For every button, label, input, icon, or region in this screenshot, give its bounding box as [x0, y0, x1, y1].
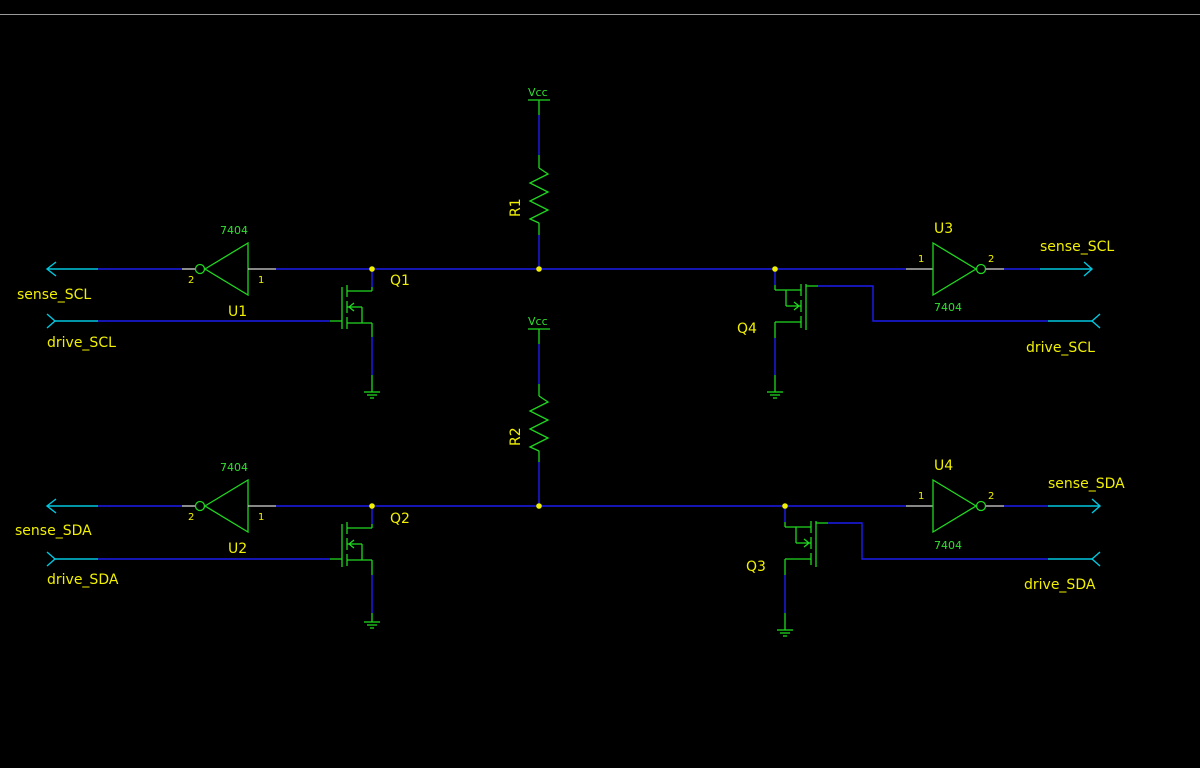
junction-dot	[369, 266, 375, 272]
junction-dot	[369, 503, 375, 509]
junction-dot	[772, 266, 778, 272]
vcc-label: Vcc	[528, 86, 548, 99]
junction-dot	[782, 503, 788, 509]
transistor-ref-q3: Q3	[746, 559, 766, 575]
symbol-stroke	[194, 263, 206, 275]
ground-q3	[777, 613, 793, 637]
port-right-drive-sda[interactable]: drive_SDA	[1024, 551, 1101, 593]
port-left-drive-sda[interactable]: drive_SDA	[46, 551, 119, 588]
port-label: sense_SCL	[17, 287, 91, 303]
symbol-stroke	[932, 241, 978, 297]
resistor-r2[interactable]: R2	[508, 384, 550, 462]
symbol-stroke	[46, 313, 57, 329]
ground-q4	[767, 375, 783, 399]
pin-number: 2	[988, 254, 994, 265]
transistor-ref-q1: Q1	[390, 273, 410, 289]
mosfet-q4[interactable]: Q4	[737, 284, 818, 338]
junctions	[369, 266, 788, 509]
pin-number: 2	[188, 275, 194, 286]
pin-number: 1	[918, 491, 924, 502]
inverter-u1[interactable]: 7404 2 1 U1	[182, 224, 276, 320]
symbol-stroke	[932, 478, 978, 534]
window-top-border	[0, 14, 1200, 15]
symbol-stroke	[528, 167, 550, 224]
port-left-drive-scl[interactable]: drive_SCL	[46, 313, 116, 351]
port-label: sense_SDA	[1048, 476, 1125, 492]
resistor-ref-r2: R2	[508, 427, 524, 446]
mosfet-q2[interactable]: Q2	[330, 511, 410, 575]
symbol-stroke	[1083, 261, 1094, 277]
junction-dot	[536, 503, 542, 509]
symbol-stroke	[347, 539, 355, 549]
part-number: 7404	[220, 224, 248, 237]
inverter-ref-u2: U2	[228, 541, 247, 557]
transistor-ref-q2: Q2	[390, 511, 410, 527]
wire-drive-scl-right	[818, 285, 1048, 322]
symbol-stroke	[45, 261, 57, 277]
symbol-stroke	[45, 498, 57, 514]
symbol-stroke	[347, 302, 355, 312]
symbol-stroke	[1091, 498, 1102, 514]
symbol-stroke	[194, 500, 206, 512]
symbol-stroke	[1090, 551, 1101, 567]
symbol-stroke	[203, 241, 249, 297]
junction-dot	[536, 266, 542, 272]
pin-number: 2	[188, 512, 194, 523]
vcc-symbol-1[interactable]: Vcc	[528, 86, 550, 115]
symbol-stroke	[975, 500, 987, 512]
wires	[98, 115, 1048, 613]
inverter-u2[interactable]: 7404 2 1 U2	[182, 461, 276, 557]
inverter-ref-u4: U4	[934, 458, 953, 474]
symbol-stroke	[975, 263, 987, 275]
port-label: drive_SDA	[47, 572, 119, 588]
vcc-label: Vcc	[528, 315, 548, 328]
symbol-stroke	[46, 551, 57, 567]
part-number: 7404	[934, 539, 962, 552]
transistor-ref-q4: Q4	[737, 321, 757, 337]
port-left-sense-scl[interactable]: sense_SCL	[17, 261, 98, 303]
port-label: drive_SDA	[1024, 577, 1096, 593]
resistor-r1[interactable]: R1	[508, 155, 550, 235]
ground-q2	[364, 613, 380, 629]
resistor-ref-r1: R1	[508, 198, 524, 217]
inverter-u3[interactable]: U3 1 2 7404	[906, 221, 1004, 314]
pin-number: 1	[918, 254, 924, 265]
inverter-ref-u3: U3	[934, 221, 953, 237]
vcc-symbol-2[interactable]: Vcc	[528, 315, 550, 344]
symbol-stroke	[793, 301, 801, 311]
inverter-ref-u1: U1	[228, 304, 247, 320]
mosfet-q1[interactable]: Q1	[330, 273, 410, 337]
ground-q1	[364, 375, 380, 399]
port-right-sense-sda[interactable]: sense_SDA	[1048, 476, 1125, 514]
symbol-stroke	[1090, 313, 1101, 329]
port-label: drive_SCL	[1026, 340, 1095, 356]
part-number: 7404	[220, 461, 248, 474]
symbol-stroke	[803, 538, 811, 548]
port-label: sense_SDA	[15, 523, 92, 539]
mosfet-q3[interactable]: Q3	[746, 521, 828, 575]
port-left-sense-sda[interactable]: sense_SDA	[15, 498, 98, 539]
symbol-stroke	[528, 395, 550, 452]
part-number: 7404	[934, 301, 962, 314]
port-label: drive_SCL	[47, 335, 116, 351]
port-right-sense-scl[interactable]: sense_SCL	[1040, 239, 1114, 277]
wire-drive-sda-right	[828, 522, 1048, 560]
port-right-drive-scl[interactable]: drive_SCL	[1026, 313, 1101, 356]
port-label: sense_SCL	[1040, 239, 1114, 255]
pin-number: 1	[258, 275, 264, 286]
symbol-stroke	[203, 478, 249, 534]
pin-number: 1	[258, 512, 264, 523]
inverter-u4[interactable]: U4 1 2 7404	[906, 458, 1004, 552]
pin-number: 2	[988, 491, 994, 502]
